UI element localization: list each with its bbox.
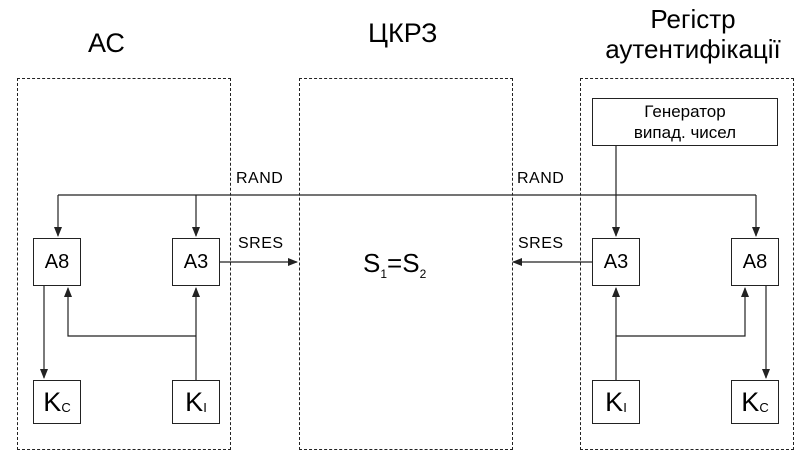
formula-s2: S bbox=[402, 248, 420, 278]
ki-sub: I bbox=[203, 399, 207, 415]
a3-block-right: A3 bbox=[592, 238, 640, 286]
wire-ki-to-a8-right bbox=[616, 287, 749, 337]
kc-sub: C bbox=[61, 399, 71, 415]
a3-block-left: A3 bbox=[172, 238, 220, 286]
ms-region bbox=[17, 78, 231, 450]
center-title: ЦКРЗ bbox=[368, 18, 438, 48]
auth-title-line2: аутентифікації bbox=[605, 34, 781, 64]
a8-block-right: A8 bbox=[731, 238, 779, 286]
rand-label-right: RAND bbox=[517, 170, 565, 187]
auth-title-line1: Регістр bbox=[650, 4, 736, 34]
sres-compare-formula: S1=S2 bbox=[363, 248, 426, 281]
generator-line2: випад. чисел bbox=[633, 123, 737, 142]
auth-title: Регістр аутентифікації bbox=[586, 4, 800, 64]
kc-main: K bbox=[43, 386, 62, 417]
sres-label-right: SRES bbox=[518, 235, 564, 252]
ki-main: K bbox=[605, 386, 624, 417]
a8-block-left: A8 bbox=[33, 238, 81, 286]
formula-eq: = bbox=[387, 248, 403, 278]
kc-sub: C bbox=[759, 399, 769, 415]
sres-label-left: SRES bbox=[238, 235, 284, 252]
random-generator-box: Генератор випад. чисел bbox=[592, 98, 778, 146]
generator-line1: Генератор bbox=[644, 102, 726, 121]
kc-main: K bbox=[741, 386, 760, 417]
ki-main: K bbox=[185, 386, 204, 417]
wire-ki-to-a8-left bbox=[64, 287, 196, 337]
formula-s2-sub: 2 bbox=[419, 267, 427, 282]
rand-label-left: RAND bbox=[236, 170, 284, 187]
auth-region bbox=[580, 78, 794, 450]
formula-s1: S bbox=[363, 248, 381, 278]
ki-sub: I bbox=[623, 399, 627, 415]
ms-title: АС bbox=[88, 28, 125, 58]
formula-s1-sub: 1 bbox=[380, 267, 388, 282]
